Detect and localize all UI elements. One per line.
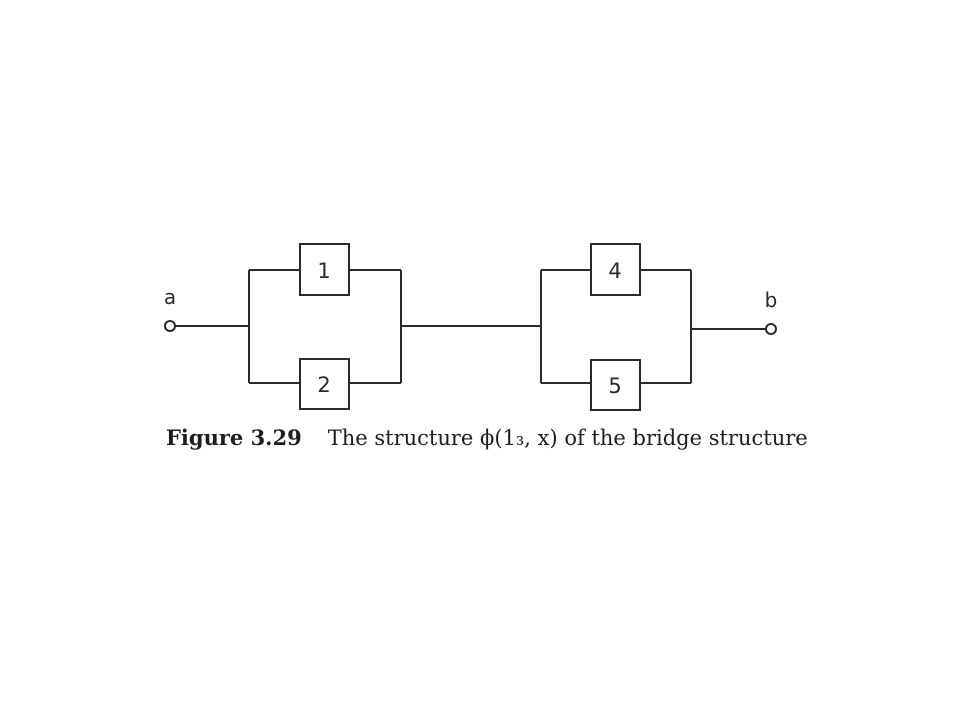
caption-text: The structure ϕ(1₃, x) of the bridge str… xyxy=(327,426,808,450)
output-terminal-label: b xyxy=(765,288,778,312)
component-label-1: 1 xyxy=(317,259,330,283)
figure-number: Figure 3.29 xyxy=(166,425,302,450)
component-box-4 xyxy=(590,243,641,296)
component-box-5 xyxy=(590,359,641,411)
component-label-5: 5 xyxy=(608,374,621,398)
component-label-4: 4 xyxy=(608,259,621,283)
input-terminal-label: a xyxy=(164,285,176,309)
figure-caption: Figure 3.29 The structure ϕ(1₃, x) of the… xyxy=(166,425,808,450)
component-label-2: 2 xyxy=(317,373,330,397)
component-box-1 xyxy=(299,243,350,296)
component-box-2 xyxy=(299,358,350,410)
output-terminal xyxy=(765,323,777,335)
input-terminal xyxy=(164,320,176,332)
